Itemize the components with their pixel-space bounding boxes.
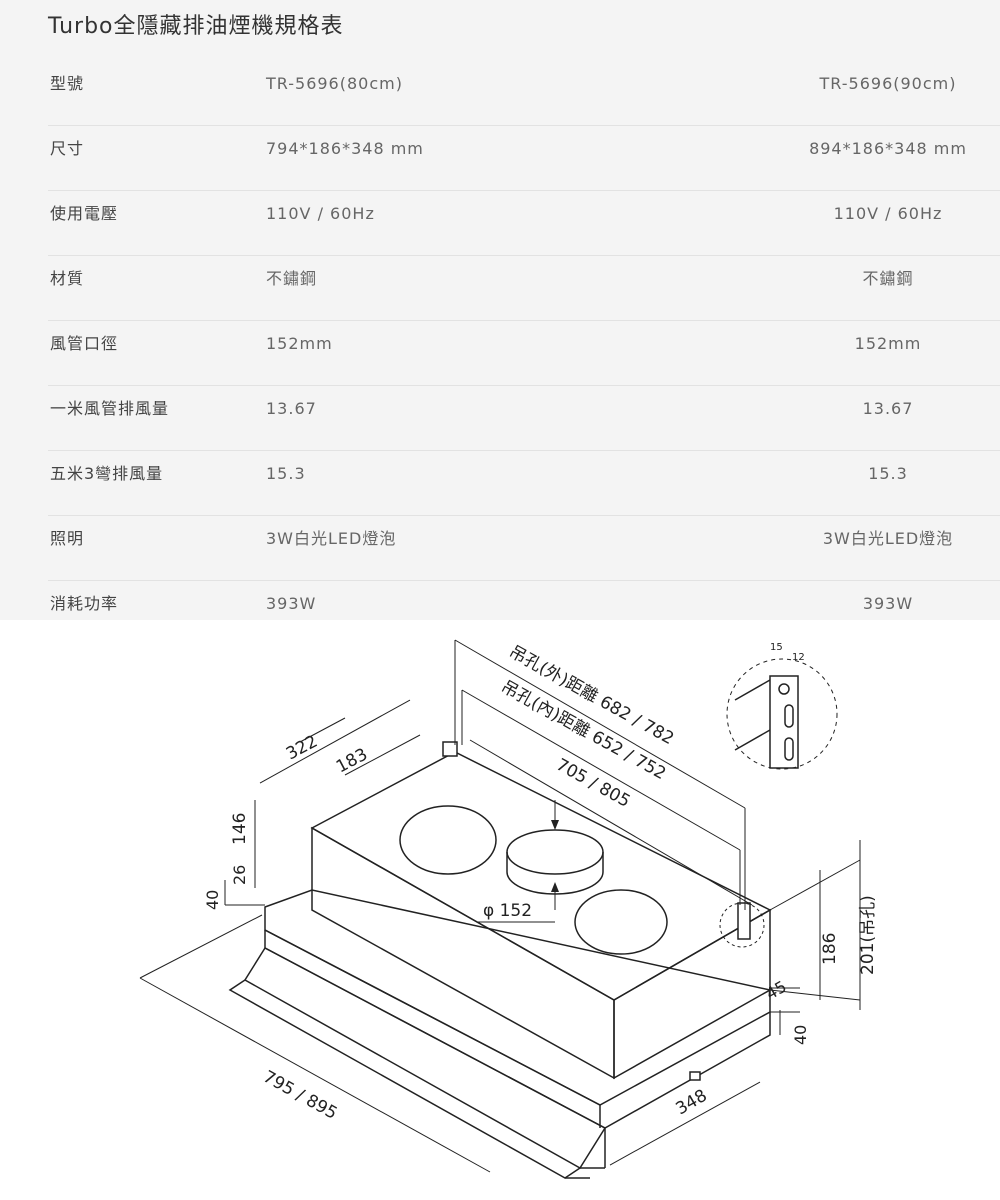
value-90cm: 152mm <box>854 334 922 353</box>
row-label: 材質 <box>50 269 85 288</box>
value-90cm: 3W白光LED燈泡 <box>822 529 954 548</box>
value-90cm: 894*186*348 mm <box>809 139 967 158</box>
dim-186-label: 186 <box>820 933 840 965</box>
row-label: 消耗功率 <box>50 594 119 613</box>
bracket-detail <box>769 675 799 769</box>
bottom-length-dimension <box>139 977 491 1173</box>
duct-opening-left <box>399 805 497 875</box>
visor-panel <box>243 947 607 1170</box>
value-80cm: 393W <box>266 594 317 613</box>
value-90cm: TR-5696(90cm) <box>819 74 957 93</box>
hood-top-face <box>310 751 772 1001</box>
duct-opening-right <box>574 889 668 955</box>
value-80cm: TR-5696(80cm) <box>266 74 403 93</box>
value-80cm: 794*186*348 mm <box>266 139 424 158</box>
dim-duct-label: φ 152 <box>483 901 532 921</box>
bracket-detail-circle <box>726 658 838 770</box>
spec-row-model: 型號 TR-5696(80cm) TR-5696(90cm) <box>48 60 1000 126</box>
value-90cm: 13.67 <box>862 399 914 418</box>
value-90cm: 15.3 <box>868 464 908 483</box>
spec-row-duct-diameter: 風管口徑 152mm 152mm <box>48 320 1000 386</box>
value-80cm: 15.3 <box>266 464 306 483</box>
spec-table-section: Turbo全隱藏排油煙機規格表 型號 TR-5696(80cm) TR-5696… <box>0 0 1000 620</box>
value-80cm: 不鏽鋼 <box>266 269 318 288</box>
row-label: 風管口徑 <box>50 334 119 353</box>
spec-row-lighting: 照明 3W白光LED燈泡 3W白光LED燈泡 <box>48 515 1000 581</box>
duct-collar-top <box>506 829 604 875</box>
dim-201-label: 201(吊孔) <box>858 895 878 975</box>
value-90cm: 393W <box>862 594 914 613</box>
value-80cm: 3W白光LED燈泡 <box>266 529 397 548</box>
spec-row-material: 材質 不鏽鋼 不鏽鋼 <box>48 255 1000 321</box>
page-title: Turbo全隱藏排油煙機規格表 <box>48 14 344 39</box>
dim-depth-label: 348 <box>673 1086 711 1120</box>
dim-40-right-label: 40 <box>791 1025 810 1045</box>
bracket-left <box>442 741 458 757</box>
row-label: 型號 <box>50 74 85 93</box>
value-80cm: 13.67 <box>266 399 317 418</box>
dim-15-label: 15 <box>770 642 783 653</box>
dimension-drawing: 吊孔(外)距離 682 / 782 吊孔(內)距離 652 / 752 705 … <box>139 639 878 1179</box>
row-label: 使用電壓 <box>50 204 119 223</box>
row-label: 一米風管排風量 <box>50 399 170 418</box>
value-90cm: 110V / 60Hz <box>833 204 943 223</box>
value-80cm: 110V / 60Hz <box>266 204 375 223</box>
dim-45-label: 45 <box>763 977 790 1004</box>
dim-bottom-length-label: 795 / 895 <box>260 1067 341 1124</box>
dim-183-label: 183 <box>333 745 371 778</box>
dim-12-label: 12 <box>792 652 805 663</box>
spec-row-airflow-5m: 五米3彎排風量 15.3 15.3 <box>48 450 1000 516</box>
dim-40-left-label: 40 <box>203 890 222 910</box>
dim-top-length-label: 705 / 805 <box>553 755 634 812</box>
hood-front-face <box>311 826 615 1080</box>
spec-row-voltage: 使用電壓 110V / 60Hz 110V / 60Hz <box>48 190 1000 256</box>
dim-26-label: 26 <box>230 865 249 885</box>
dim-146-label: 146 <box>230 813 250 845</box>
spec-row-size: 尺寸 794*186*348 mm 894*186*348 mm <box>48 125 1000 191</box>
row-label: 照明 <box>50 529 85 548</box>
spec-row-airflow-1m: 一米風管排風量 13.67 13.67 <box>48 385 1000 451</box>
value-80cm: 152mm <box>266 334 333 353</box>
row-label: 尺寸 <box>50 139 85 158</box>
spec-row-power: 消耗功率 393W 393W <box>48 580 1000 640</box>
row-label: 五米3彎排風量 <box>50 464 164 483</box>
value-90cm: 不鏽鋼 <box>862 269 914 288</box>
bracket-right <box>737 902 751 940</box>
